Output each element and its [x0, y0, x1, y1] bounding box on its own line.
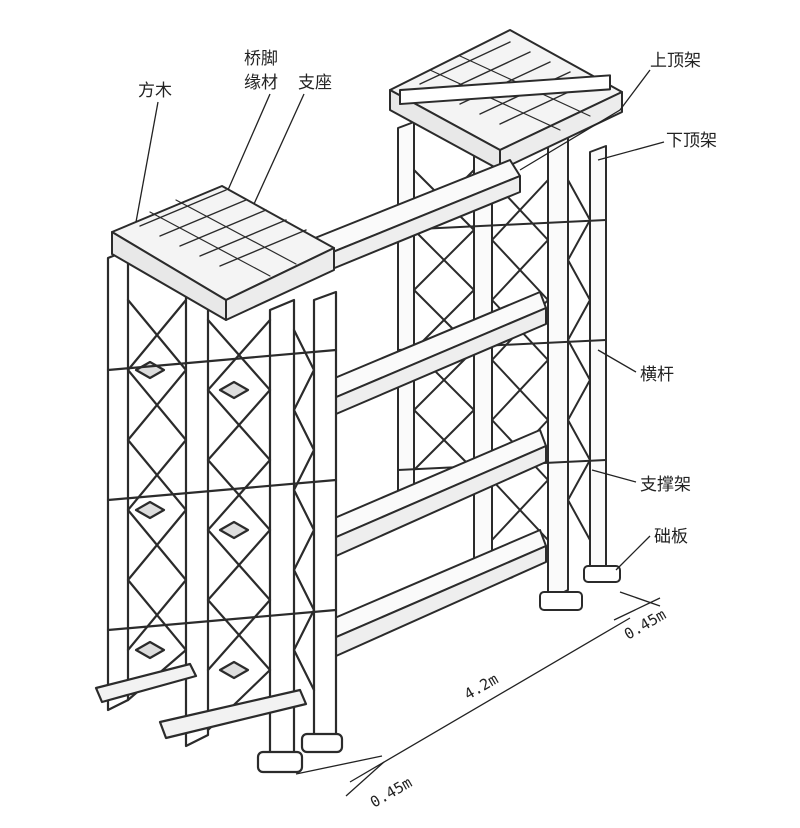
label-zhichengjia: 支撑架 — [640, 475, 691, 495]
dimension-width-front: 0.45m — [367, 773, 415, 811]
dimension-lines — [295, 591, 661, 797]
dimension-span: 4.2m — [461, 670, 501, 704]
label-henggan: 横杆 — [640, 365, 674, 385]
label-zhizuo: 支座 — [298, 73, 332, 93]
label-fangmu: 方木 — [138, 81, 172, 101]
label-chuban: 础板 — [654, 527, 688, 547]
rear-top-cap — [389, 29, 623, 171]
label-xiadingjia: 下顶架 — [666, 131, 717, 151]
leader-lines — [135, 69, 665, 571]
label-shangdingjia: 上顶架 — [650, 51, 701, 71]
label-qiaojiao-line1: 桥脚 — [244, 49, 278, 69]
label-qiaojiao-line2: 缘材 — [244, 73, 278, 93]
front-top-cap — [111, 185, 335, 321]
cross-beams — [309, 159, 547, 657]
front-tower — [94, 248, 344, 774]
dimension-width-back: 0.45m — [621, 605, 669, 643]
